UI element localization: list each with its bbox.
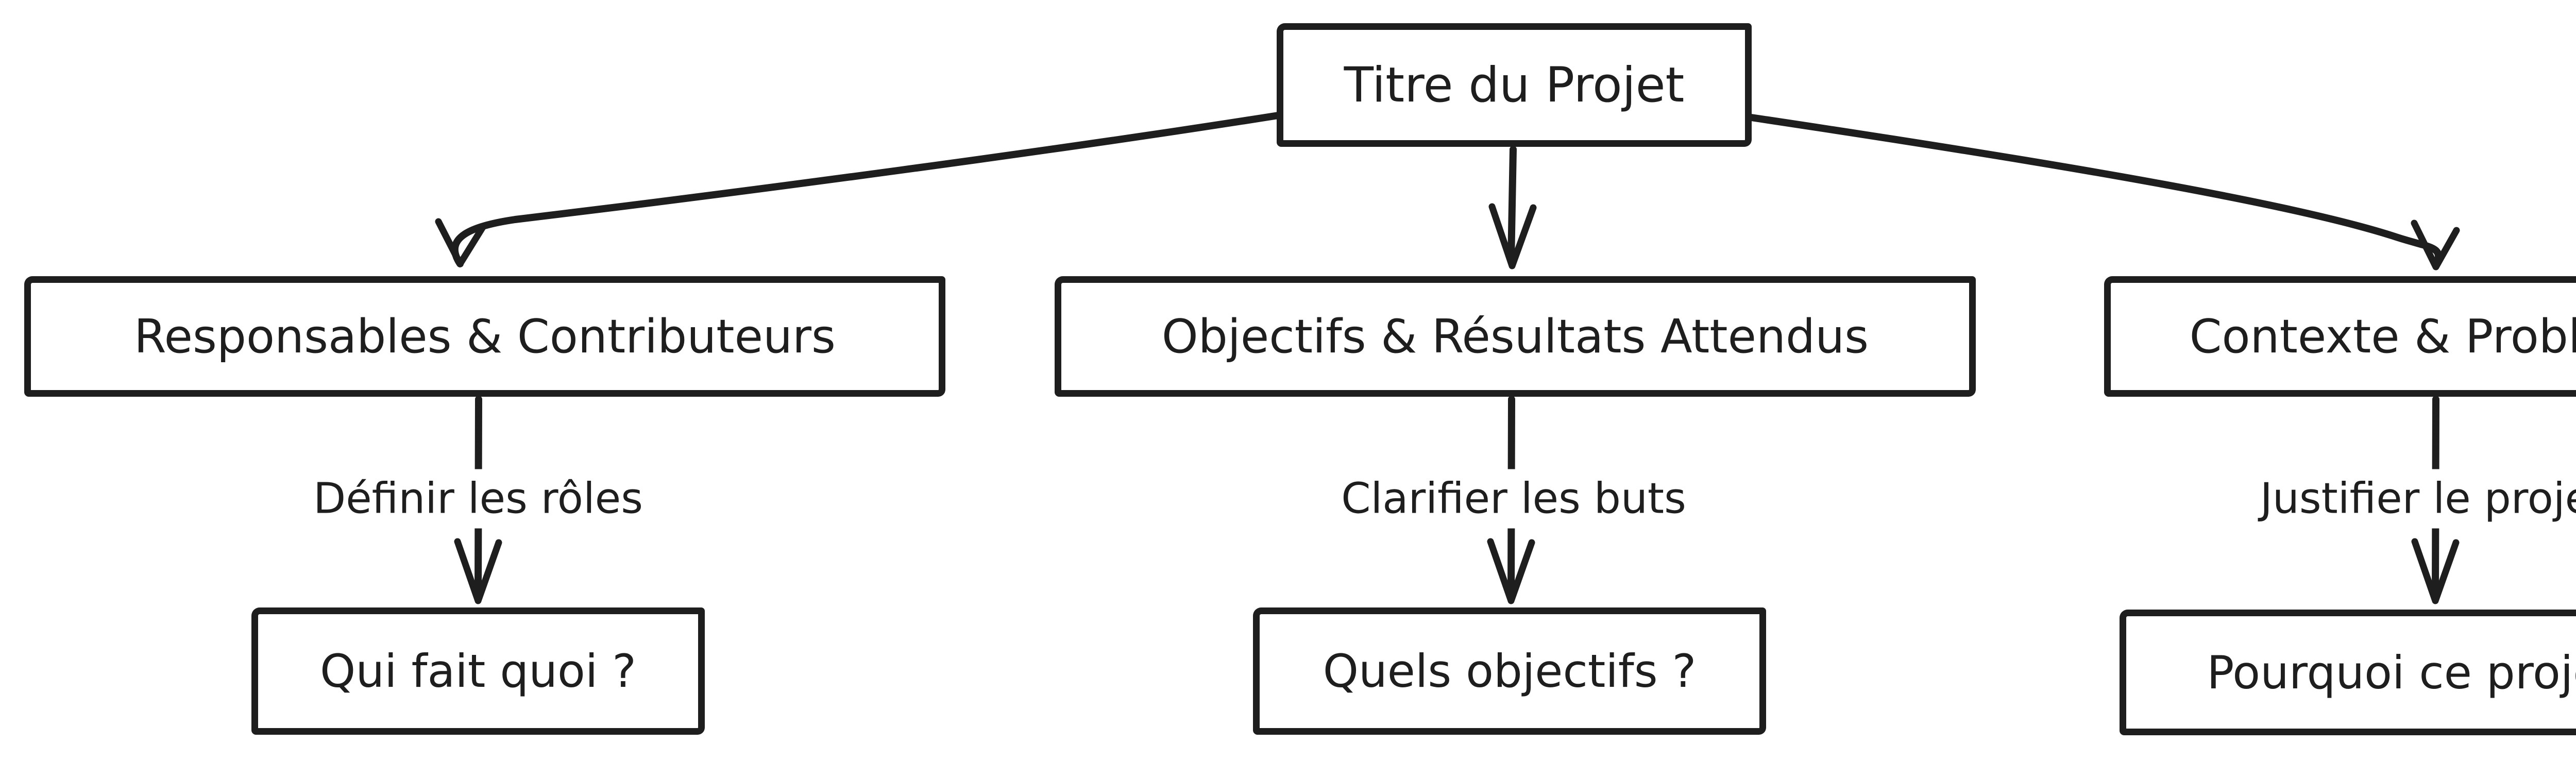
node-quels-objectifs: Quels objectifs ? (1253, 607, 1766, 735)
arrow-root-to-objectifs (1488, 146, 1537, 269)
node-qui-fait-quoi: Qui fait quoi ? (251, 607, 705, 735)
node-objectifs: Objectifs & Résultats Attendus (1055, 276, 1976, 397)
node-pourquoi-ce-projet: Pourquoi ce projet ? (2120, 610, 2576, 735)
arrowhead-down-icon (1487, 538, 1535, 604)
edge-label-clarifier-les-buts: Clarifier les buts (1330, 469, 1698, 529)
arrow-root-to-contexte (1748, 114, 2460, 271)
arrowhead-down-icon (1488, 203, 1537, 269)
edge-label-definir-les-roles: Définir les rôles (302, 469, 654, 529)
arrow-shaft (451, 112, 1282, 267)
node-responsables: Responsables & Contributeurs (24, 276, 945, 397)
arrowhead-down-icon (2411, 219, 2460, 271)
arrowhead-down-icon (2411, 538, 2460, 604)
arrow-shaft (1507, 146, 1517, 264)
arrow-root-to-responsables (435, 112, 1282, 267)
arrowhead-down-icon (435, 218, 486, 267)
node-project-title: Titre du Projet (1277, 23, 1752, 147)
node-contexte: Contexte & Problème (2104, 276, 2576, 397)
arrowhead-down-icon (454, 538, 502, 604)
arrow-shaft (1748, 114, 2442, 268)
edge-label-justifier-le-projet: Justifier le projet (2248, 469, 2576, 529)
